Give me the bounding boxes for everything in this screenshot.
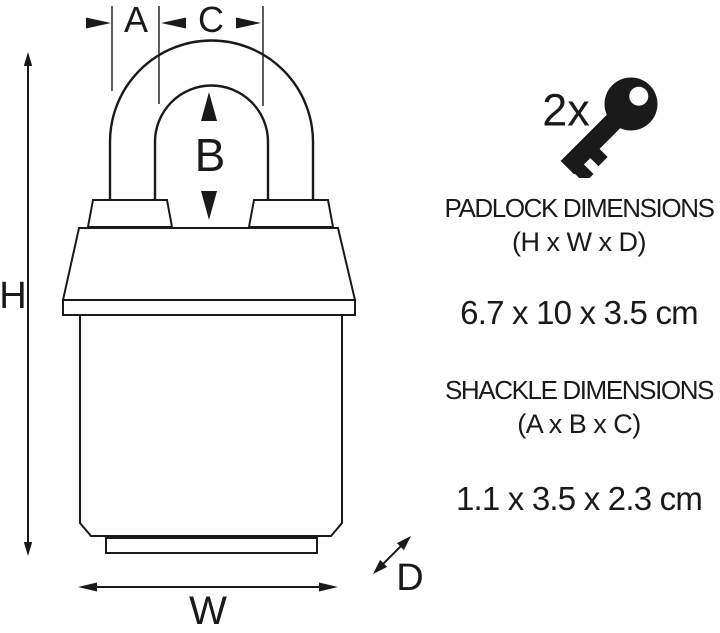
- shackle-dimensions-subtitle: (A x B x C): [517, 409, 641, 439]
- a-dimension-arrow: [86, 17, 111, 29]
- label-height-h: H: [0, 275, 27, 317]
- body-band: [62, 299, 356, 316]
- shackle-dimensions-title: SHACKLE DIMENSIONS: [444, 375, 714, 405]
- body-base-plate: [105, 537, 318, 554]
- label-width-w: W: [189, 589, 227, 633]
- shackle-outline: [108, 39, 315, 203]
- label-shackle-a: A: [123, 0, 149, 40]
- lock-body: [61, 227, 357, 554]
- height-dimension-arrow: [23, 52, 33, 556]
- depth-dimension-arrow: [373, 536, 411, 574]
- b-dimension-arrow-down: [201, 191, 217, 220]
- width-dimension-arrow: [78, 582, 338, 592]
- b-dimension-arrow-up: [201, 92, 217, 121]
- shackle-dimensions-value: 1.1 x 3.5 x 2.3 cm: [455, 480, 703, 517]
- key-icon: [560, 77, 658, 178]
- label-shackle-c: C: [198, 0, 224, 40]
- label-shackle-b: B: [194, 129, 226, 181]
- c-dimension-arrow-right: [236, 17, 261, 29]
- padlock-diagram: [23, 6, 411, 592]
- body-cap: [61, 227, 357, 301]
- padlock-dimensions-subtitle: (H x W x D): [512, 227, 646, 257]
- label-depth-d: D: [396, 557, 424, 599]
- padlock-dimensions-title: PADLOCK DIMENSIONS: [444, 193, 714, 223]
- body-case: [79, 314, 343, 537]
- c-dimension-arrow-left: [161, 17, 186, 29]
- key-count: 2x: [542, 84, 590, 136]
- padlock-dimensions-value: 6.7 x 10 x 3.5 cm: [460, 294, 698, 331]
